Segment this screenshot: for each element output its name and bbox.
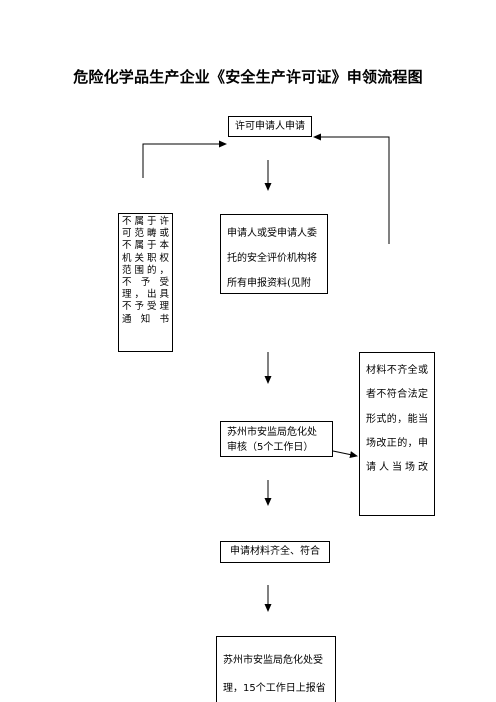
arrow-right-incomplete — [332, 450, 358, 458]
review-box: 苏州市安监局危化处审核（5个工作日） — [220, 421, 333, 457]
submit-materials-label: 申请人或受申请人委托的安全评价机构将所有申报资料(见附 — [227, 228, 317, 289]
reject-return-line — [142, 140, 227, 178]
accept-label: 苏州市安监局危化处受理，15个工作日上报省 — [223, 655, 326, 694]
complete-materials-label: 申请材料齐全、符合 — [230, 546, 320, 557]
page-title: 危险化学品生产企业《安全生产许可证》申领流程图 — [73, 68, 423, 86]
apply-label: 许可申请人申请 — [235, 121, 305, 132]
accept-box: 苏州市安监局危化处受理，15个工作日上报省 — [216, 636, 336, 702]
apply-box: 许可申请人申请 — [228, 116, 312, 137]
complete-materials-box: 申请材料齐全、符合 — [220, 541, 330, 563]
resubmit-return-line — [313, 133, 390, 244]
review-label: 苏州市安监局危化处审核（5个工作日） — [227, 427, 317, 453]
incomplete-materials-box: 材料不齐全或者不符合法定形式的，能当场改正的，申请人当场改 — [359, 352, 435, 516]
submit-materials-box: 申请人或受申请人委托的安全评价机构将所有申报资料(见附 — [220, 214, 328, 294]
reject-label: 不属于许可范畴或不属于本机关职权范围的，不予受理，出具不予受理通知书 — [122, 216, 169, 325]
reject-box: 不属于许可范畴或不属于本机关职权范围的，不予受理，出具不予受理通知书 — [118, 213, 173, 352]
incomplete-materials-label: 材料不齐全或者不符合法定形式的，能当场改正的，申请人当场改 — [366, 365, 428, 474]
